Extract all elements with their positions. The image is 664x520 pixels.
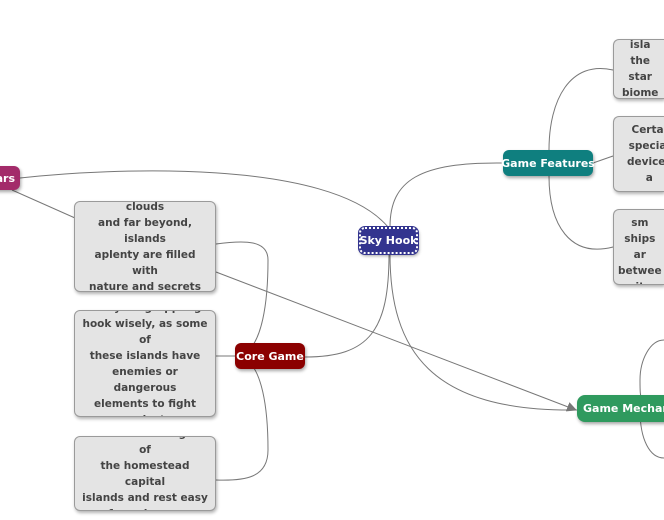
edge-skyhook-to-features (389, 162, 504, 228)
note-travel-clouds[interactable]: Travel across the clouds and far beyond,… (74, 201, 216, 292)
edge-core-to-note-1 (215, 241, 269, 357)
branch-node-left-label: ars (0, 171, 15, 185)
branch-node-game-mechanics[interactable]: Game Mechani (577, 395, 664, 422)
edge-skyhook-to-core (304, 253, 390, 358)
note-final-goal[interactable]: Reach the final goal of the homestead ca… (74, 436, 216, 511)
edge-left-to-skyhook (19, 170, 389, 228)
edge-features-to-note-1 (548, 68, 614, 151)
branch-node-core-game[interactable]: Core Game (235, 343, 305, 369)
note-each-island-text: Each isla the star biome a (622, 39, 659, 99)
note-grappling-hook[interactable]: Use your grappling hook wisely, as some … (74, 310, 216, 417)
note-grappling-hook-text: Use your grappling hook wisely, as some … (82, 311, 208, 416)
branch-node-left[interactable]: ars (0, 166, 20, 190)
note-travel-clouds-text: Travel across the clouds and far beyond,… (89, 201, 201, 292)
note-each-island[interactable]: Each isla the star biome a (613, 39, 664, 99)
edge-left-to-note-travel (11, 189, 76, 219)
central-node-sky-hook[interactable]: Sky Hook (358, 226, 419, 255)
note-some-small-ships[interactable]: Some sm ships ar betwee it (613, 209, 664, 285)
edge-core-to-note-3 (215, 355, 269, 481)
edge-skyhook-to-mechanics (389, 253, 578, 411)
edge-features-to-note-2 (592, 155, 614, 164)
edge-note-to-mechanics-arrow (215, 271, 577, 412)
note-some-small-ships-text: Some sm ships ar betwee it (618, 210, 662, 284)
note-certain-special-text: Certai special devices a (627, 124, 664, 184)
edge-features-to-note-3 (548, 175, 614, 250)
game-features-label: Game Features (501, 156, 595, 170)
core-game-label: Core Game (236, 349, 304, 363)
branch-node-game-features[interactable]: Game Features (501, 150, 595, 176)
central-node-label: Sky Hook (359, 234, 418, 247)
note-certain-special[interactable]: Certai special devices a (613, 116, 664, 192)
note-final-goal-text: Reach the final goal of the homestead ca… (82, 437, 208, 510)
game-mechanics-label: Game Mechani (583, 402, 664, 415)
